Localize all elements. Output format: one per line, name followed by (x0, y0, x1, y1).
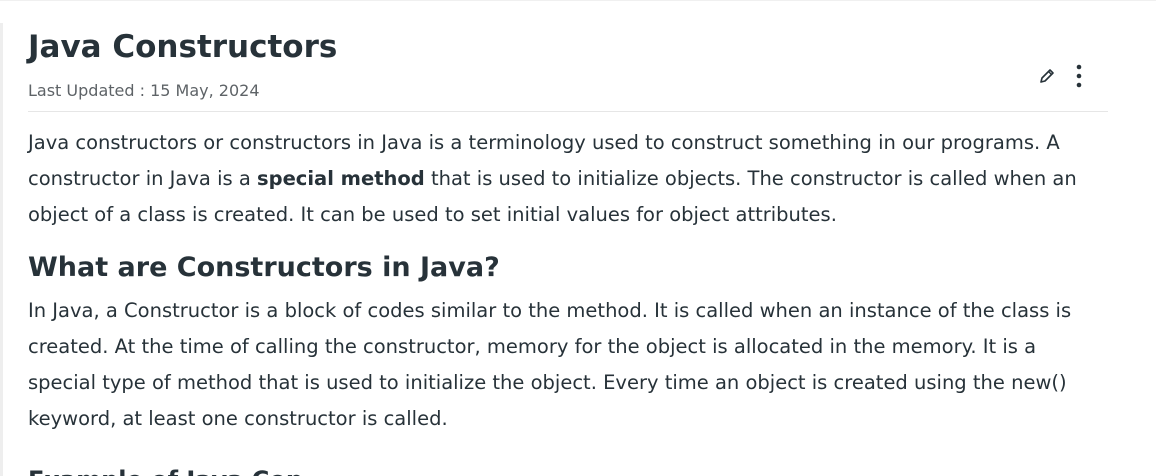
title-divider (28, 111, 1108, 112)
article-title: Java Constructors (28, 29, 338, 65)
intro-text-bold: special method (257, 167, 425, 190)
section-paragraph: In Java, a Constructor is a block of cod… (28, 299, 1072, 430)
pencil-icon[interactable] (1036, 63, 1058, 89)
intro-text-start: Java constructors or constructors in Jav… (28, 131, 1060, 190)
section-heading: What are Constructors in Java? (28, 252, 500, 283)
left-border (0, 23, 3, 476)
more-vertical-icon[interactable] (1068, 63, 1090, 89)
article-actions (1036, 63, 1090, 89)
intro-paragraph: Java constructors or constructors in Jav… (28, 125, 1108, 233)
next-section-heading: Example of Java Con (28, 465, 303, 476)
intro-text-end: that is used to initialize objects. The … (28, 167, 1077, 226)
last-updated: Last Updated : 15 May, 2024 (28, 81, 260, 100)
